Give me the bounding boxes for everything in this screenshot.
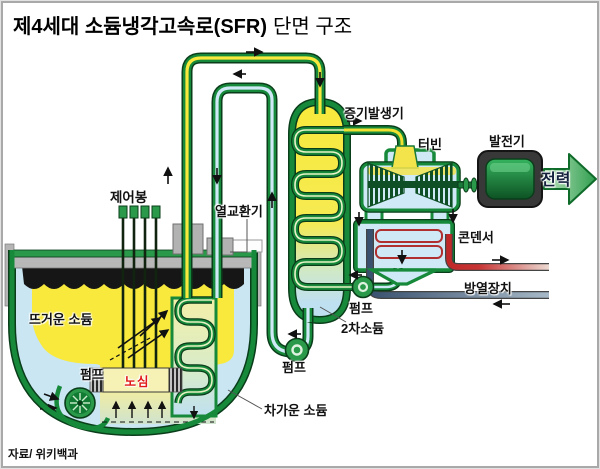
control-rod-caps <box>118 205 161 219</box>
reactor-core <box>89 367 183 393</box>
power-arrow <box>543 153 597 205</box>
heat-exchanger-label: 열교환기 <box>215 204 263 219</box>
condensate-pump-label: 펌프 <box>349 301 373 316</box>
flow-arrows-loops <box>163 47 510 339</box>
cooling-water-red-pipe <box>445 234 549 271</box>
pointer-lines <box>227 219 347 410</box>
generator-assembly <box>477 150 543 208</box>
flow-arrows-vessel <box>39 309 214 423</box>
condensate-pump <box>351 275 375 299</box>
reactor-core-label: 노심 <box>124 375 150 389</box>
intermediate-heat-exchanger <box>170 296 218 418</box>
turbine-assembly <box>359 145 479 213</box>
title-main: 제4세대 소듐냉각고속로(SFR) <box>13 16 267 38</box>
secondary-sodium-label: 2차소듐 <box>341 321 385 336</box>
primary-pump <box>54 385 111 431</box>
heat-radiator-label: 방열장치 <box>464 281 512 296</box>
secondary-hot-pipe <box>181 52 326 298</box>
steam-coil <box>290 126 358 291</box>
title-sub: 단면 구조 <box>273 16 353 38</box>
steam-generator-label: 증기발생기 <box>344 106 404 121</box>
hot-sodium-label: 뜨거운 소듐 <box>29 312 93 327</box>
steam-generator <box>288 94 358 325</box>
primary-pump-label: 펌프 <box>80 367 104 382</box>
steam-pipe <box>344 125 407 164</box>
condenser-assembly <box>351 204 549 299</box>
power-output-label: 전력 <box>541 172 571 189</box>
control-rods <box>121 217 158 368</box>
generator-label: 발전기 <box>489 134 525 149</box>
cold-sodium-label: 차가운 소듐 <box>264 403 328 418</box>
turbine-label: 터빈 <box>418 137 442 152</box>
source-credit: 자료/ 위키백과 <box>8 449 78 461</box>
page-title: 제4세대 소듐냉각고속로(SFR) 단면 구조 <box>13 10 352 39</box>
turbine-shaft <box>457 177 479 193</box>
secondary-pump <box>284 337 310 363</box>
secondary-pump-label: 펌프 <box>282 360 306 375</box>
control-rods-label: 제어봉 <box>110 190 148 205</box>
condenser-label: 콘덴서 <box>458 230 494 245</box>
